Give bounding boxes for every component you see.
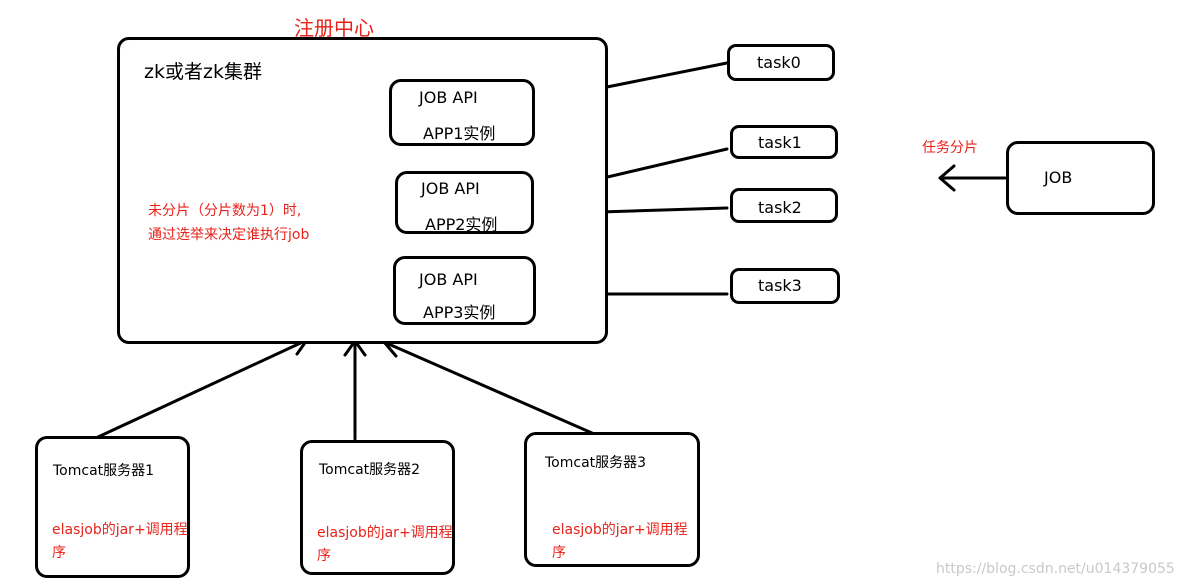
task0-label: task0: [757, 53, 801, 72]
arrow-tomcat2-registry: [343, 339, 367, 441]
tomcat1-box: [35, 436, 190, 578]
task3-box: [730, 268, 840, 304]
tomcat2-desc-line2: 序: [317, 548, 331, 564]
arrow-job-shard: [938, 164, 1007, 192]
app2-box: [395, 171, 534, 234]
task2-label: task2: [758, 198, 802, 217]
tomcat1-desc-line1: elasjob的jar+调用程: [52, 522, 188, 538]
task1-label: task1: [758, 133, 802, 152]
app3-box: [393, 256, 536, 325]
tomcat3-desc-line1: elasjob的jar+调用程: [552, 522, 688, 538]
shard-label: 任务分片: [922, 140, 978, 156]
job-box: [1006, 141, 1155, 215]
tomcat1-name: Tomcat服务器1: [53, 463, 155, 479]
tomcat1-desc-line2: 序: [52, 545, 66, 561]
app1-instance-label: APP1实例: [423, 124, 496, 143]
arrow-tomcat3-registry: [382, 338, 594, 435]
app3-api-label: JOB API: [419, 270, 478, 289]
tomcat2-name: Tomcat服务器2: [319, 462, 421, 478]
app2-instance-label: APP2实例: [425, 215, 498, 234]
registry-note-line1: 未分片（分片数为1）时,: [148, 203, 302, 219]
tomcat2-box: [300, 440, 455, 575]
app3-instance-label: APP3实例: [423, 303, 496, 322]
app1-api-label: JOB API: [419, 88, 478, 107]
app2-api-label: JOB API: [421, 179, 480, 198]
tomcat3-box: [524, 432, 700, 567]
tomcat3-desc-line2: 序: [552, 545, 566, 561]
app1-box: [389, 79, 535, 146]
task1-box: [730, 125, 838, 159]
arrow-tomcat1-registry: [96, 337, 309, 439]
task3-label: task3: [758, 276, 802, 295]
registry-label: zk或者zk集群: [144, 61, 262, 83]
tomcat2-desc-line1: elasjob的jar+调用程: [317, 525, 453, 541]
tomcat3-name: Tomcat服务器3: [545, 455, 647, 471]
task0-box: [727, 44, 835, 81]
registry-note-line2: 通过选举来决定谁执行job: [148, 227, 310, 243]
job-label: JOB: [1044, 168, 1073, 187]
diagram-title: 注册中心: [294, 16, 374, 40]
watermark: https://blog.csdn.net/u014379055: [936, 561, 1175, 577]
task2-box: [730, 188, 838, 223]
